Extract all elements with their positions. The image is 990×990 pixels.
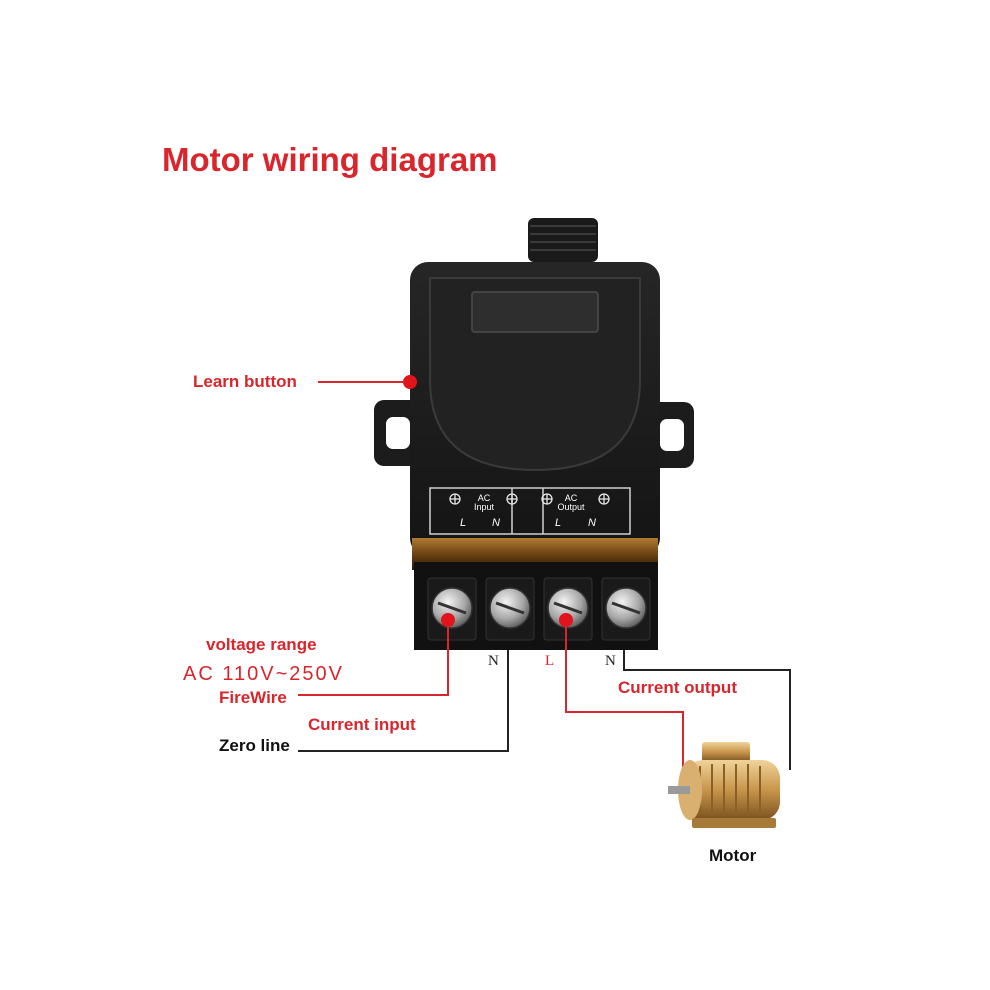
current-output-label: Current output [618,678,737,697]
current-input-label: Current input [308,715,416,734]
output-l-wire [565,626,684,780]
relay-module-icon [410,262,660,650]
antenna-icon [528,218,598,262]
terminal-l-output-label: L [545,653,555,669]
page-title: Motor wiring diagram [162,141,498,178]
ac-output-line2: Output [557,502,585,512]
firewire-wire [298,626,449,696]
zero-line-wire [298,650,509,752]
voltage-range-label: voltage range [206,635,317,654]
motor-icon [668,742,780,828]
motor-label: Motor [709,846,757,865]
zero-line-label: Zero line [219,736,290,755]
output-n-wire [623,650,791,770]
panel-input-n: N [492,517,500,529]
firewire-terminal-marker [441,613,455,627]
voltage-value-label: AC 110V~250V [183,663,344,685]
terminal-n-output-label: N [605,653,616,669]
ac-input-line1: AC [477,493,491,503]
output-terminal-marker [559,613,573,627]
ac-input-line2: Input [473,502,495,512]
ac-input-panel-label: AC Input [464,494,504,512]
learn-button-label: Learn button [193,372,297,391]
ac-output-panel-label: AC Output [551,494,591,512]
ac-output-line1: AC [564,493,578,503]
panel-output-l: L [555,517,562,529]
firewire-label: FireWire [219,688,287,707]
panel-output-n: N [588,517,596,529]
terminal-n-input-label: N [488,653,499,669]
learn-button-marker [403,375,417,389]
panel-input-l: L [460,517,467,529]
